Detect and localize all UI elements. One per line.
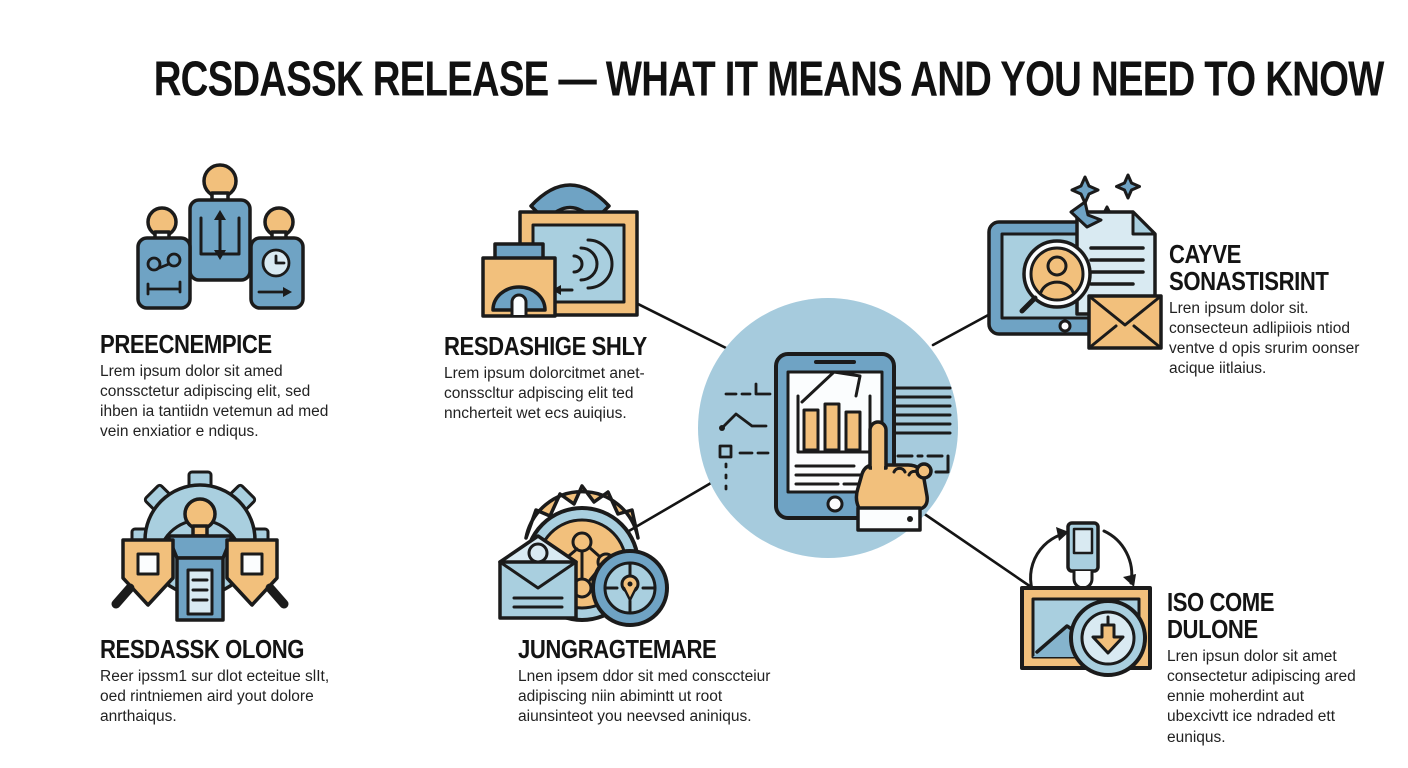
title-bar: RCSDASSK RELEASE — WHAT IT MEANS AND YOU…: [0, 52, 1408, 107]
section-heading: PREECNEMPICE: [100, 329, 272, 359]
section-body: Lren ipsum dolor sit. consecteun adlipii…: [1169, 300, 1360, 378]
broadcast-screen-icon: [475, 160, 645, 325]
section-body: Lrem ipsum dolor sit amed conssctetur ad…: [100, 363, 329, 441]
team-sync-icon: [133, 162, 308, 317]
section-bottom-middle: JUNGRAGTEMARE Lnen ipsem ddor sit med co…: [518, 634, 773, 727]
section-heading: ISO COME DULONE: [1167, 587, 1275, 645]
section-body: Lnen ipsem ddor sit med consccteiur adip…: [518, 668, 771, 726]
section-body: Lrem ipsum dolorcitmet anet- consscltur …: [444, 365, 645, 423]
section-heading: JUNGRAGTEMARE: [518, 634, 717, 664]
section-top-middle: RESDASHIGE SHLY Lrem ipsum dolorcitmet a…: [444, 331, 699, 424]
tablet-analytics-illustration: [698, 298, 958, 563]
section-body: Lren ipsun dolor sit amet consectetur ad…: [1167, 648, 1356, 746]
page-title: RCSDASSK RELEASE — WHAT IT MEANS AND YOU…: [153, 52, 1385, 107]
monitor-profile-mail-icon: [985, 170, 1165, 355]
section-heading: RESDASHIGE SHLY: [444, 331, 647, 361]
section-heading: CAYVE SONASTISRINT: [1169, 239, 1329, 297]
section-top-left: PREECNEMPICE Lrem ipsum dolor sit amed c…: [100, 329, 342, 443]
section-bottom-left: RESDASSK OLONG Reer ipssm1 sur dlot ecte…: [100, 634, 345, 727]
section-top-right: CAYVE SONASTISRINT Lren ipsum dolor sit.…: [1169, 239, 1369, 380]
section-bottom-right: ISO COME DULONE Lren ipsun dolor sit ame…: [1167, 587, 1359, 748]
gear-inspection-icon: [110, 464, 290, 629]
stopwatch-network-icon: [494, 466, 669, 636]
section-body: Reer ipssm1 sur dlot ecteitue slIt, oed …: [100, 668, 330, 726]
section-heading: RESDASSK OLONG: [100, 634, 305, 664]
image-refresh-icon: [1020, 515, 1180, 685]
